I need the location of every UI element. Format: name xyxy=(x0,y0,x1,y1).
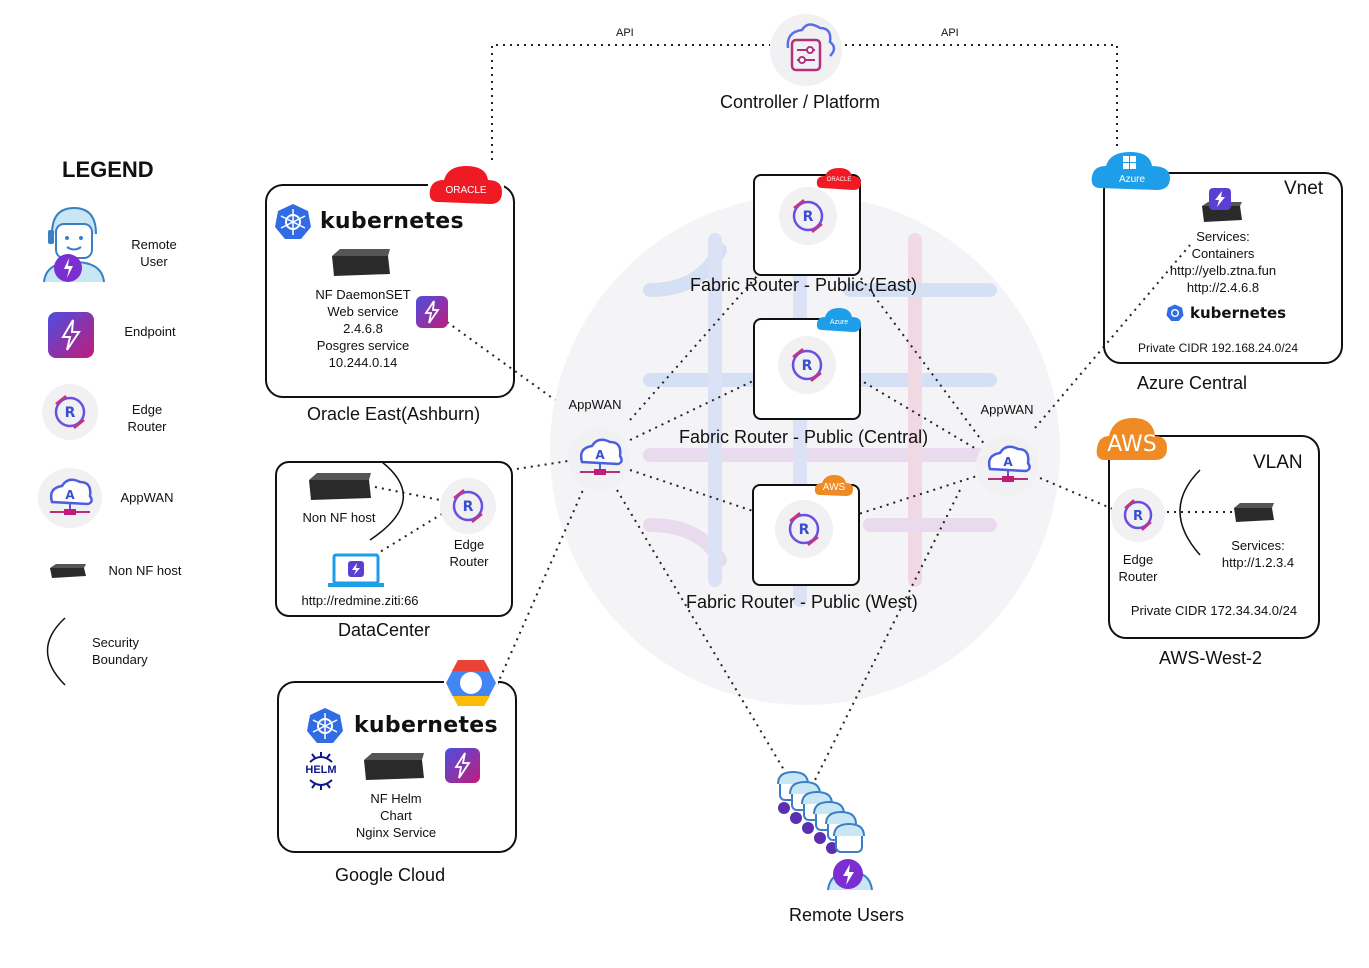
fabric-east-oracle-badge: ORACLE xyxy=(816,166,862,194)
datacenter-edge-router-icon[interactable]: R xyxy=(440,478,496,534)
svg-text:R: R xyxy=(799,522,810,538)
aws-cloud-badge: AWS xyxy=(1095,414,1169,464)
aws-vlan-title: VLAN xyxy=(1253,452,1303,473)
oracle-kubernetes-label: kubernetes xyxy=(320,209,464,234)
azure-region-box xyxy=(1103,172,1343,364)
controller-icon[interactable] xyxy=(770,14,842,86)
aws-caption: AWS-West-2 xyxy=(1159,648,1263,668)
legend-security-boundary-arc xyxy=(46,617,66,686)
legend-endpoint-label: Endpoint xyxy=(124,324,176,339)
oracle-kubernetes-icon xyxy=(274,203,312,246)
aws-host-icon xyxy=(1232,500,1276,524)
svg-text:R: R xyxy=(65,405,76,421)
legend-non-nf-host-icon xyxy=(48,562,88,582)
azure-cidr: Private CIDR 192.168.24.0/24 xyxy=(1137,341,1299,355)
oracle-host-icon xyxy=(330,246,392,280)
datacenter-non-nf-host-icon xyxy=(307,470,373,504)
fabric-central-azure-badge: Azure xyxy=(816,306,862,334)
datacenter-edge-router-label: Edge Router xyxy=(449,537,489,569)
datacenter-caption: DataCenter xyxy=(338,620,431,640)
aws-edge-router-icon[interactable]: R xyxy=(1111,488,1165,542)
google-cloud-badge xyxy=(444,656,498,710)
google-kubernetes-label: kubernetes xyxy=(354,713,498,738)
datacenter-laptop-icon[interactable] xyxy=(328,553,384,589)
legend-endpoint-icon xyxy=(48,312,94,358)
oracle-caption: Oracle East(Ashburn) xyxy=(307,404,481,424)
google-caption: Google Cloud xyxy=(335,865,446,885)
appwan-left-icon[interactable]: A xyxy=(568,428,630,490)
aws-region-box xyxy=(1108,435,1320,639)
google-region-box xyxy=(277,681,517,853)
legend-remote-user-icon xyxy=(38,202,110,284)
legend-edge-router-icon: R xyxy=(42,384,98,440)
helm-icon: HELM xyxy=(300,750,342,792)
legend-edge-router-label: Edge Router xyxy=(127,402,167,434)
legend-non-nf-host-label: Non NF host xyxy=(108,563,182,578)
appwan-left-label: AppWAN xyxy=(568,397,622,412)
controller-label: Controller / Platform xyxy=(720,92,881,112)
azure-vnet-title: Vnet xyxy=(1284,178,1324,199)
azure-kubernetes-icon xyxy=(1166,304,1184,327)
svg-text:R: R xyxy=(1133,509,1143,524)
fabric-west-aws-badge: AWS xyxy=(814,473,854,499)
azure-host-endpoint-icon xyxy=(1200,186,1244,224)
appwan-right-icon[interactable]: A xyxy=(976,435,1038,497)
fabric-router-central-label: Fabric Router - Public (Central) xyxy=(679,427,929,447)
datacenter-region-box xyxy=(275,461,513,617)
google-host-icon xyxy=(362,750,426,784)
fabric-router-west-label: Fabric Router - Public (West) xyxy=(686,592,918,612)
google-endpoint-icon[interactable] xyxy=(445,748,480,783)
oracle-cloud-badge: ORACLE xyxy=(428,160,504,214)
legend-remote-user-label: Remote User xyxy=(131,237,177,269)
svg-text:A: A xyxy=(65,488,75,502)
fabric-router-central-icon[interactable]: R xyxy=(778,336,836,394)
aws-edge-router-label: Edge Router xyxy=(1118,552,1158,584)
aws-services: Services: http://1.2.3.4 xyxy=(1221,538,1295,570)
remote-users-label: Remote Users xyxy=(789,905,905,925)
api-label-left: API xyxy=(616,27,634,39)
svg-text:R: R xyxy=(463,499,474,515)
fabric-router-east-label: Fabric Router - Public (East) xyxy=(690,275,918,295)
azure-cloud-badge: Azure xyxy=(1090,148,1172,192)
svg-text:R: R xyxy=(802,358,813,374)
remote-users-group-icon[interactable] xyxy=(770,770,882,894)
fabric-router-west-icon[interactable]: R xyxy=(775,500,833,558)
fabric-router-east-icon[interactable]: R xyxy=(779,187,837,245)
appwan-right-label: AppWAN xyxy=(980,402,1034,417)
svg-text:A: A xyxy=(1003,455,1013,469)
legend-appwan-label: AppWAN xyxy=(120,490,174,505)
datacenter-non-nf-host-label: Non NF host xyxy=(302,510,376,525)
azure-caption: Azure Central xyxy=(1137,373,1248,393)
svg-text:A: A xyxy=(595,448,605,462)
google-kubernetes-icon xyxy=(306,707,344,750)
legend-title: LEGEND xyxy=(62,157,154,182)
svg-text:R: R xyxy=(803,209,814,225)
legend-appwan-icon: A xyxy=(38,468,102,528)
oracle-region-box xyxy=(265,184,515,398)
aws-cidr: Private CIDR 172.34.34.0/24 xyxy=(1130,603,1298,618)
oracle-endpoint-icon[interactable] xyxy=(416,296,448,328)
azure-kubernetes-label: kubernetes xyxy=(1190,304,1287,322)
datacenter-url: http://redmine.ziti:66 xyxy=(301,593,419,608)
api-label-right: API xyxy=(941,27,959,39)
legend-security-boundary-label: Security Boundary xyxy=(92,635,148,667)
